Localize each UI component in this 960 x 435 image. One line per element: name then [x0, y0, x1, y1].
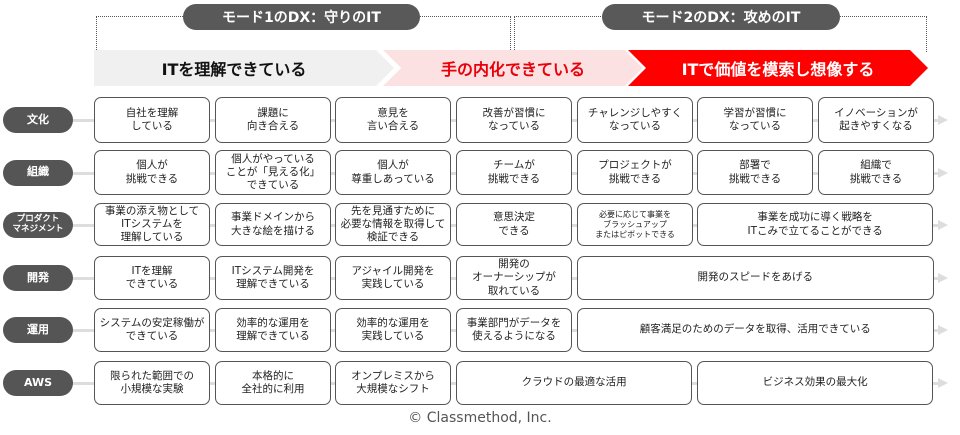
grid-cell: 事業部門がデータを 使えるようになる	[456, 308, 572, 352]
grid-cell: ITシステム開発を 理解できている	[215, 256, 331, 300]
grid-cell: 組織で 挑戦できる	[818, 150, 934, 195]
copyright: © Classmethod, Inc.	[408, 410, 552, 426]
grid-cell: 必要に応じて事業を ブラッシュアップ またはピボットできる	[577, 203, 693, 246]
arrow-right-icon	[938, 115, 948, 125]
grid-cell: 部署で 挑戦できる	[697, 150, 813, 195]
grid-cell: アジャイル開発を 実践している	[335, 256, 451, 300]
row-label: 開発	[3, 265, 73, 291]
grid-cell: 効率的な運用を 実践している	[335, 308, 451, 352]
mode2-label: モード2のDX：攻めのIT	[602, 4, 840, 30]
grid-cell: 意見を 言い合える	[335, 97, 451, 143]
grid-cell: ITを理解 できている	[94, 256, 210, 300]
arrow-right-icon	[938, 273, 948, 283]
arrow-right-icon	[938, 167, 948, 178]
grid-cell: プロジェクトが 挑戦できる	[577, 150, 693, 195]
arrow-right-icon	[938, 378, 948, 388]
stage-create-value: ITで価値を模索し想像する	[628, 50, 928, 86]
row-label: 組織	[3, 159, 73, 186]
grid-cell: イノベーションが 起きやすくなる	[818, 97, 934, 143]
grid-cell: オンプレミスから 大規模なシフト	[335, 361, 451, 405]
grid-cell: 改善が習慣に なっている	[456, 97, 572, 143]
grid-cell: 個人が 尊重しあっている	[335, 150, 451, 195]
grid-cell: 課題に 向き合える	[215, 97, 331, 143]
stage-understand: ITを理解できている	[94, 50, 394, 86]
row-label: 文化	[3, 107, 73, 133]
grid-cell: 本格的に 全社的に利用	[215, 361, 331, 405]
grid-cell: 個人がやっている ことが「見える化」 できている	[215, 150, 331, 195]
grid-cell: 事業ドメインから 大きな絵を描ける	[215, 203, 331, 246]
grid-cell: 学習が習慣に なっている	[697, 97, 813, 143]
arrow-right-icon	[938, 219, 948, 230]
grid-cell: 顧客満足のためのデータを取得、活用できている	[577, 308, 934, 352]
grid-cell: 効率的な運用を 理解できている	[215, 308, 331, 352]
row-label: 運用	[3, 317, 73, 343]
mode1-label: モード1のDX：守りのIT	[183, 4, 420, 30]
stage-internalize: 手の内化できている	[383, 50, 643, 86]
row-label: AWS	[3, 370, 73, 396]
row-label: プロダクト マネジメント	[3, 211, 73, 238]
grid-cell: 開発のスピードをあげる	[577, 256, 934, 300]
grid-cell: 個人が 挑戦できる	[94, 150, 210, 195]
grid-cell: 事業の添え物として ITシステムを 理解している	[94, 203, 210, 246]
grid-cell: 先を見通すために 必要な情報を取得して 検証できる	[335, 203, 451, 246]
grid-cell: 限られた範囲での 小規模な実験	[94, 361, 210, 405]
arrow-right-icon	[938, 325, 948, 335]
grid-cell: 意思決定 できる	[456, 203, 572, 246]
grid-cell: システムの安定稼働が できている	[94, 308, 210, 352]
grid-cell: チームが 挑戦できる	[456, 150, 572, 195]
grid-cell: 事業を成功に導く戦略を ITこみで立てることができる	[697, 203, 934, 246]
grid-cell: 自社を理解 している	[94, 97, 210, 143]
grid-cell: ビジネス効果の最大化	[697, 361, 934, 405]
grid-cell: クラウドの最適な活用	[456, 361, 693, 405]
grid-cell: 開発の オーナーシップが 取れている	[456, 256, 572, 300]
grid-cell: チャレンジしやすく なっている	[577, 97, 693, 143]
